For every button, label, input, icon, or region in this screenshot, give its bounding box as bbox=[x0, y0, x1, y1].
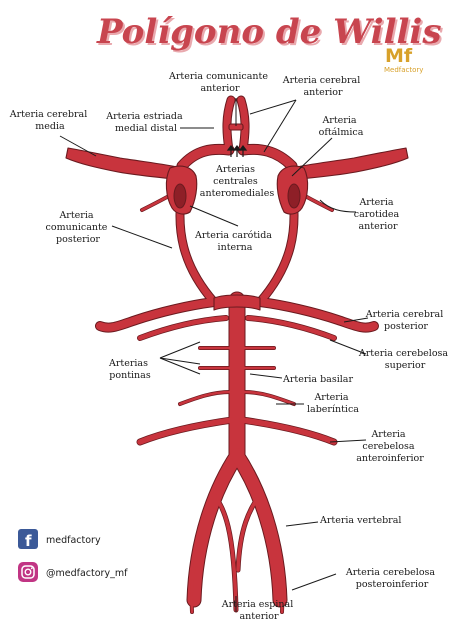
label-anterior-communicating: Arteria comunicante anterior bbox=[168, 71, 271, 94]
logo-name: Medfactory bbox=[384, 66, 423, 74]
page-title-shadow: Polígono de Willis bbox=[98, 14, 443, 54]
label-pontine: Arterias pontinas bbox=[108, 358, 151, 381]
instagram-icon bbox=[18, 562, 38, 582]
label-anterior-spinal: Arteria espinal anterior bbox=[221, 599, 297, 622]
label-vertebral: Arteria vertebral bbox=[319, 515, 401, 526]
middle-cerebral-artery-left bbox=[65, 147, 185, 181]
label-posterior-inferior-cerebellar: Arteria cerebelosa posteroinferior bbox=[345, 567, 438, 590]
label-internal-carotid: Arteria carótida interna bbox=[194, 230, 275, 253]
label-superior-cerebellar: Arteria cerebelosa superior bbox=[358, 348, 451, 371]
instagram-handle: @medfactory_mf bbox=[46, 568, 128, 579]
basilar-bifurcation bbox=[213, 294, 261, 311]
facebook-link[interactable]: f medfactory bbox=[18, 529, 101, 550]
labels: Arteria comunicante anterior Arteria cer… bbox=[9, 71, 451, 622]
label-middle-cerebral: Arteria cerebral media bbox=[9, 109, 91, 132]
label-ophthalmic: Arteria oftálmica bbox=[319, 115, 364, 138]
label-basilar: Arteria basilar bbox=[282, 374, 353, 385]
label-posterior-communicating: Arteria comunicante posterior bbox=[46, 210, 111, 245]
middle-cerebral-artery-right bbox=[289, 147, 409, 181]
social-links: f medfactory @medfactory_mf bbox=[18, 529, 128, 582]
label-posterior-cerebral: Arteria cerebral posterior bbox=[365, 309, 447, 332]
medfactory-logo: Mf Medfactory bbox=[384, 45, 423, 74]
leader-lines bbox=[59, 98, 369, 612]
label-anterior-cerebral: Arteria cerebral anterior bbox=[282, 75, 364, 98]
label-anterior-inferior-cerebellar: Arteria cerebelosa anteroinferior bbox=[356, 429, 424, 464]
facebook-icon bbox=[18, 529, 38, 549]
page-title: Polígono de Willis bbox=[96, 12, 441, 52]
svg-text:f: f bbox=[25, 532, 32, 550]
label-anteromedial-central: Arterias centrales anteromediales bbox=[200, 164, 275, 199]
logo-mark: Mf bbox=[385, 45, 413, 67]
label-anterior-choroidal: Arteria carotidea anterior bbox=[354, 197, 403, 232]
label-distal-medial-striate: Arteria estriada medial distal bbox=[105, 111, 185, 134]
facebook-handle: medfactory bbox=[46, 535, 101, 546]
label-labyrinthine: Arteria laberíntica bbox=[307, 392, 359, 415]
instagram-link[interactable]: @medfactory_mf bbox=[18, 562, 128, 582]
